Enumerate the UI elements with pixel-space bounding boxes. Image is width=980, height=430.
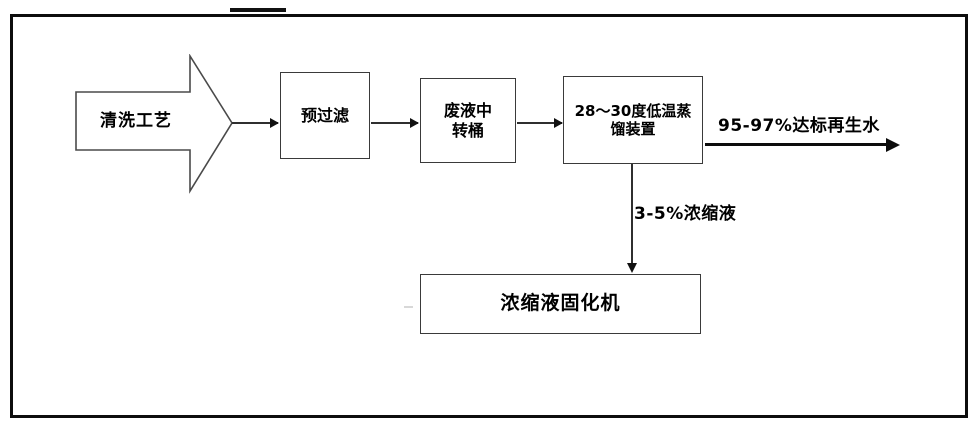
node-solidifier[interactable]: 浓缩液固化机	[420, 274, 701, 334]
node-cleaning-process[interactable]: 清洗工艺	[74, 54, 234, 194]
node-distiller-label-line2: 馏装置	[610, 120, 656, 138]
connector-distiller-to-solidifier	[631, 164, 633, 264]
node-solidifier-label: 浓缩液固化机	[500, 292, 621, 315]
node-distiller[interactable]: 28～30度低温蒸 馏装置	[563, 76, 703, 164]
node-distiller-label-line1: 28～30度低温蒸	[574, 101, 692, 120]
node-waste-drum-label-line1: 废液中	[443, 100, 492, 120]
node-waste-drum-label-line2: 转桶	[451, 120, 484, 140]
block-arrow-shape	[75, 54, 233, 194]
node-prefilter[interactable]: 预过滤	[280, 72, 370, 159]
node-waste-drum-text: 废液中 转桶	[444, 101, 492, 140]
node-prefilter-label: 预过滤	[300, 105, 349, 125]
frame-top-accent	[230, 8, 286, 12]
scan-artifact	[404, 306, 413, 308]
connector-distiller-to-reclaimed-water	[705, 143, 887, 147]
connector-prefilter-to-waste-drum	[371, 122, 418, 124]
node-cleaning-process-label: 清洗工艺	[100, 111, 172, 131]
edge-label-reclaimed-water: 95-97%达标再生水	[718, 116, 880, 136]
node-waste-drum[interactable]: 废液中 转桶	[420, 78, 516, 163]
connector-waste-drum-to-distiller	[517, 122, 562, 124]
edge-label-concentrate: 3-5%浓缩液	[634, 204, 737, 224]
connector-source-to-prefilter	[232, 122, 278, 124]
node-distiller-text: 28～30度低温蒸 馏装置	[575, 102, 692, 139]
